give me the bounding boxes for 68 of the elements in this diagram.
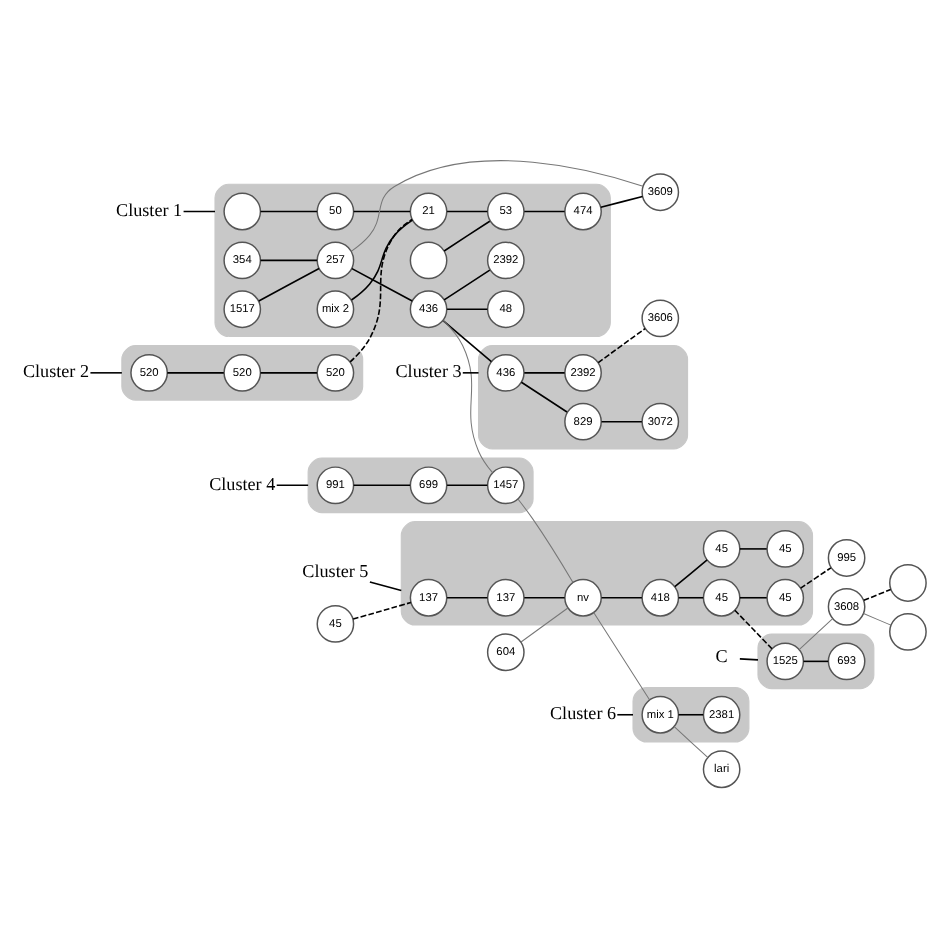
- connector: [349, 218, 413, 363]
- connector: [351, 267, 414, 302]
- cluster: [632, 686, 750, 743]
- connector: [798, 618, 834, 651]
- connector: [442, 319, 493, 363]
- connector: [89, 372, 123, 374]
- connector: [523, 372, 566, 374]
- connector: [593, 612, 650, 701]
- connector: [352, 484, 411, 487]
- connector: [443, 269, 491, 301]
- connector: [739, 596, 768, 599]
- connector: [673, 726, 709, 758]
- node-text: Cluster 6: [550, 703, 617, 724]
- connector: [799, 567, 832, 589]
- connector: [616, 713, 634, 716]
- connector: [734, 609, 773, 650]
- connector: [446, 596, 489, 599]
- connector: [739, 658, 759, 661]
- node-text: Cluster 3: [395, 361, 462, 382]
- cluster: [757, 633, 875, 690]
- connector: [446, 210, 489, 213]
- node-circle: [223, 192, 262, 231]
- connector: [443, 220, 491, 252]
- node-circle: [889, 564, 927, 602]
- node-text: Cluster 4: [209, 473, 276, 494]
- connector: [600, 420, 643, 423]
- connector: [802, 660, 829, 663]
- connector: [182, 210, 216, 213]
- cluster: [400, 521, 814, 626]
- connector: [520, 607, 569, 643]
- connector: [597, 327, 646, 364]
- connector: [739, 548, 768, 550]
- connector: [520, 381, 568, 413]
- connector: [166, 372, 225, 374]
- connector: [446, 484, 489, 487]
- connector: [677, 713, 705, 716]
- cluster: [214, 183, 611, 338]
- connector: [442, 319, 494, 474]
- connector: [600, 596, 643, 599]
- connector: [462, 372, 480, 374]
- connector: [259, 372, 318, 374]
- connector: [259, 210, 318, 213]
- connector: [369, 581, 403, 592]
- connector: [259, 259, 318, 262]
- connector: [446, 308, 489, 311]
- connector: [352, 210, 411, 213]
- connector: [351, 160, 644, 252]
- node-text: Cluster 2: [22, 361, 90, 382]
- node-text: Cluster 5: [302, 561, 369, 582]
- node-text: Cluster 1: [116, 199, 183, 220]
- cluster: [307, 457, 534, 514]
- node-circle: [889, 612, 927, 651]
- connector: [352, 601, 412, 620]
- cluster: [121, 345, 364, 401]
- connector: [517, 498, 574, 583]
- connector: [677, 596, 705, 599]
- connector: [523, 210, 566, 213]
- node-text: C: [715, 646, 728, 667]
- connector: [350, 219, 414, 301]
- cluster: [477, 345, 689, 450]
- connector: [863, 613, 892, 626]
- connector: [600, 195, 644, 209]
- connector: [674, 559, 708, 588]
- connector: [275, 484, 309, 487]
- connector: [258, 267, 320, 302]
- connector: [863, 588, 892, 602]
- connector: [523, 596, 566, 599]
- node-circle: [409, 241, 448, 280]
